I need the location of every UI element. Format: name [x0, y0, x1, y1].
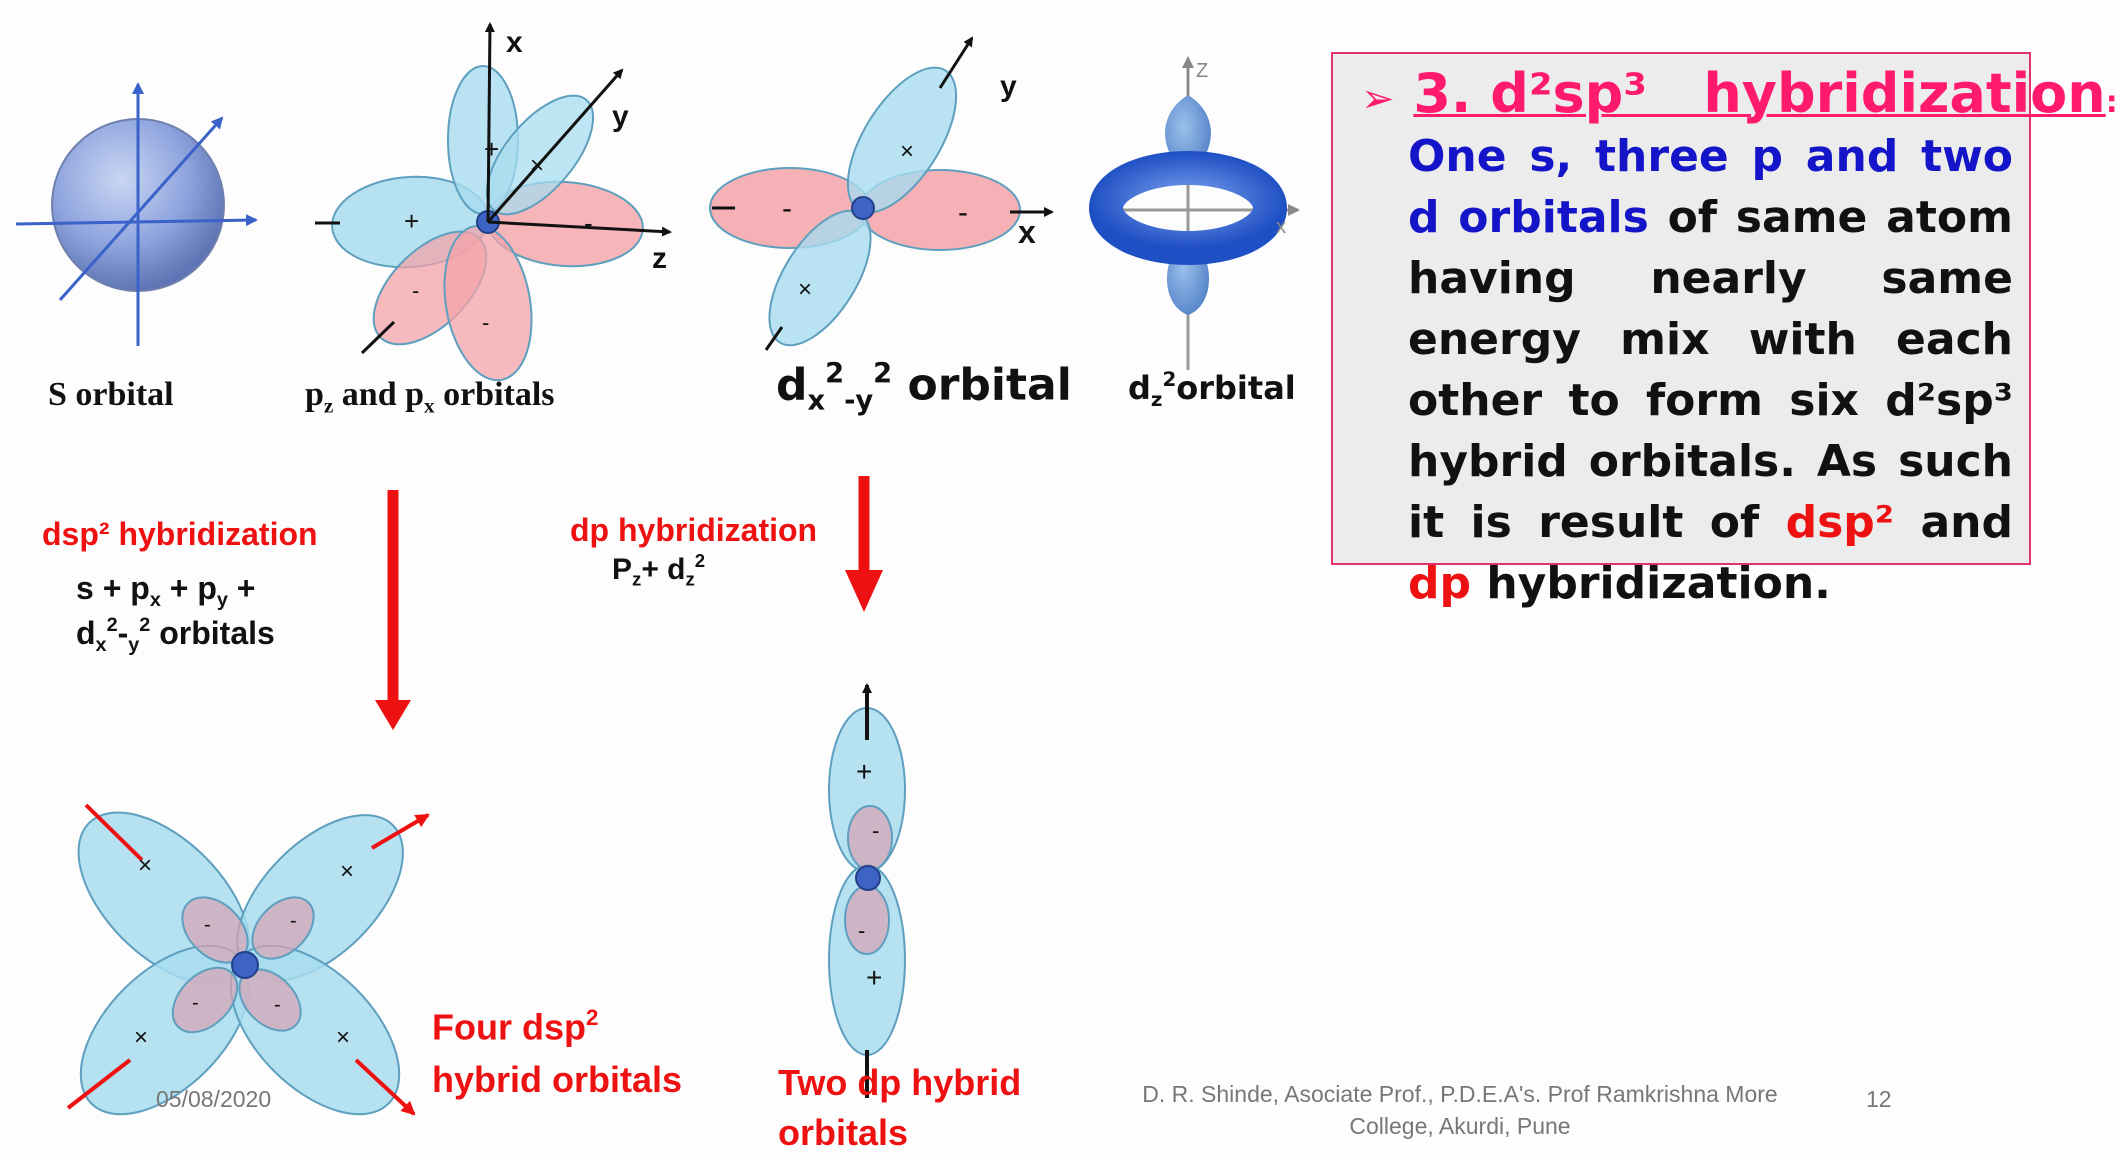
dz2-orbital-figure — [1089, 56, 1300, 370]
dsp2-heading: dsp² hybridization — [42, 516, 318, 552]
dsp2-result-label: Four dsp2 hybrid orbitals — [432, 1005, 683, 1100]
sign-d-cross-upper: × — [900, 138, 915, 165]
sign-dp-plus-top: + — [856, 756, 873, 787]
p-lobe-upper-right — [485, 94, 595, 216]
orbital-diagram — [15, 22, 1300, 1116]
sign-dsp2-cross-nw: × — [138, 852, 153, 879]
dz2-torus-ring — [1089, 151, 1287, 265]
footer-date: 05/08/2020 — [156, 1086, 272, 1112]
sign-d-minus-left: - — [782, 192, 792, 225]
hybridization-arrows — [375, 476, 883, 730]
pz-px-label: pz and px orbitals — [305, 376, 555, 418]
axis-label-z-right: z — [652, 242, 667, 275]
s-axis-y — [58, 116, 224, 301]
sign-p-minus-bottom: - — [482, 310, 490, 335]
axis-label-z-dz2: Z — [1196, 60, 1209, 82]
sign-p-plus-top: + — [484, 134, 500, 164]
sign-dp-minus-bottom: - — [858, 918, 866, 943]
info-red-dp: dp — [1408, 558, 1471, 609]
dp-heading: dp hybridization — [570, 512, 818, 548]
sign-p-minus-ll: - — [412, 278, 420, 303]
sign-p-plus-left: + — [404, 206, 420, 236]
sign-dsp2-cross-ne: × — [340, 858, 355, 885]
info-box-title: ➢ 3. d²sp³ hybridization: — [1361, 62, 2118, 125]
sign-d-cross-lower: × — [798, 276, 813, 303]
dx2y2-nucleus — [851, 196, 875, 220]
dsp2-formula-line2: dx2-y2 orbitals — [76, 614, 275, 656]
sign-dp-plus-bottom: + — [866, 962, 883, 993]
sign-p-cross: × — [530, 152, 545, 179]
sign-p-minus-right: - — [584, 208, 593, 238]
sign-dsp2-minus-nw: - — [204, 914, 211, 936]
axis-label-x-d: x — [1018, 214, 1036, 250]
sign-dsp2-minus-sw: - — [192, 992, 199, 1014]
sign-dsp2-minus-ne: - — [290, 910, 297, 932]
sign-dsp2-cross-se: × — [336, 1024, 351, 1051]
info-box-body: One s, three p and two d orbitals of sam… — [1408, 131, 2013, 609]
axis-label-x-top: x — [506, 26, 523, 59]
d2sp3-info-box: ➢ 3. d²sp³ hybridization: One s, three p… — [1331, 52, 2118, 609]
axis-label-y-top: y — [612, 100, 629, 133]
dx2y2-axes — [712, 36, 1054, 351]
footer-page-number: 12 — [1866, 1086, 1892, 1112]
dsp2-hybrid-figure — [77, 811, 404, 1116]
s-axis-x — [15, 214, 258, 227]
footer-author: D. R. Shinde, Asociate Prof., P.D.E.A's.… — [1142, 1081, 1778, 1139]
axis-label-x-dz2: x — [1276, 216, 1286, 238]
sign-dsp2-cross-sw: × — [134, 1024, 149, 1051]
dsp2-red-axes — [66, 803, 430, 1116]
s-orbital-figure — [15, 82, 258, 346]
axis-label-y-d: y — [1000, 70, 1017, 103]
sign-dsp2-minus-se: - — [274, 994, 281, 1016]
bullet-arrow-icon: ➢ — [1361, 76, 1395, 122]
dx2y2-orbital-figure — [709, 66, 1021, 347]
dx2y2-label: dx2-y2 orbital — [776, 358, 1072, 417]
sign-dp-minus-top: - — [872, 818, 880, 843]
info-blue-text: One s, three p and two d orbitals — [1408, 131, 2013, 243]
dp-formula: Pz+ dz2 — [612, 550, 706, 590]
dp-result-label: Two dp hybrid orbitals — [778, 1062, 1022, 1153]
s-orbital-label: S orbital — [48, 376, 174, 413]
info-red-dsp2: dsp² — [1785, 497, 1895, 548]
dp-nucleus — [855, 865, 881, 891]
sign-d-minus-right: - — [958, 196, 968, 229]
dsp2-formula-line1: s + px + py + — [76, 570, 256, 611]
dp-hybrid-figure — [828, 707, 906, 1056]
dz2-label: dz2orbital — [1128, 368, 1296, 411]
info-box-heading: 3. d²sp³ hybridization — [1413, 62, 2106, 125]
p-lobe-bottom — [443, 224, 533, 382]
pz-px-axes — [315, 22, 672, 355]
dsp2-nucleus — [231, 951, 259, 979]
